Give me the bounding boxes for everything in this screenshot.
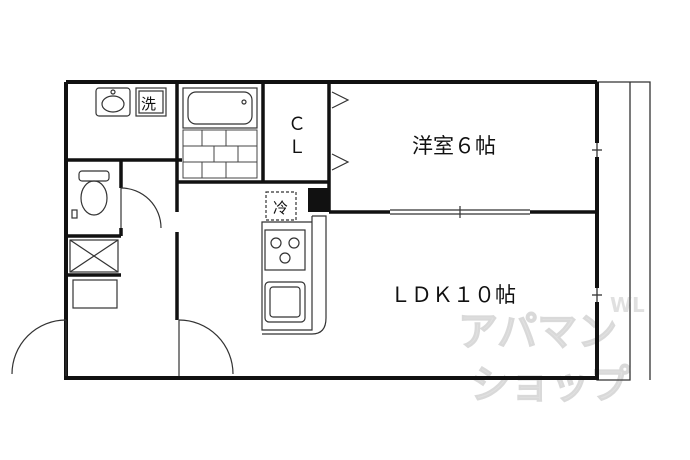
watermark-mark: WL <box>610 293 645 317</box>
bath-floor-tiles <box>182 129 258 179</box>
kitchen-sink <box>264 281 306 323</box>
ldk-label: ＬＤＫ１０帖 <box>390 283 516 307</box>
closet-doors <box>331 91 350 171</box>
closet-label-c: Ｃ <box>288 114 306 135</box>
pillar <box>308 188 330 212</box>
western-room-label: 洋室６帖 <box>412 134 496 158</box>
washing-machine-pan <box>135 87 167 117</box>
kitchen-counter <box>261 215 327 335</box>
watermark-line2: ショップ <box>470 362 630 408</box>
watermark-line1: アパマン <box>458 309 617 355</box>
entrance-door <box>11 319 67 376</box>
outer-walls <box>64 80 599 380</box>
toilet <box>71 170 110 219</box>
wash-basin <box>95 87 131 117</box>
fridge-space <box>265 191 297 221</box>
washer-label: 洗 <box>141 95 156 113</box>
watermark: アパマン ショップ WL <box>458 293 646 409</box>
storage-closet <box>69 239 119 273</box>
stove <box>264 229 306 271</box>
closet-label-l: Ｌ <box>288 137 306 158</box>
interior-walls <box>66 82 597 320</box>
fridge-label: 冷 <box>273 199 288 217</box>
sliding-partition <box>390 206 530 218</box>
bathtub <box>182 87 258 129</box>
ldk-door <box>178 319 234 376</box>
toilet-door <box>120 187 162 229</box>
shoe-cabinet <box>72 279 118 309</box>
